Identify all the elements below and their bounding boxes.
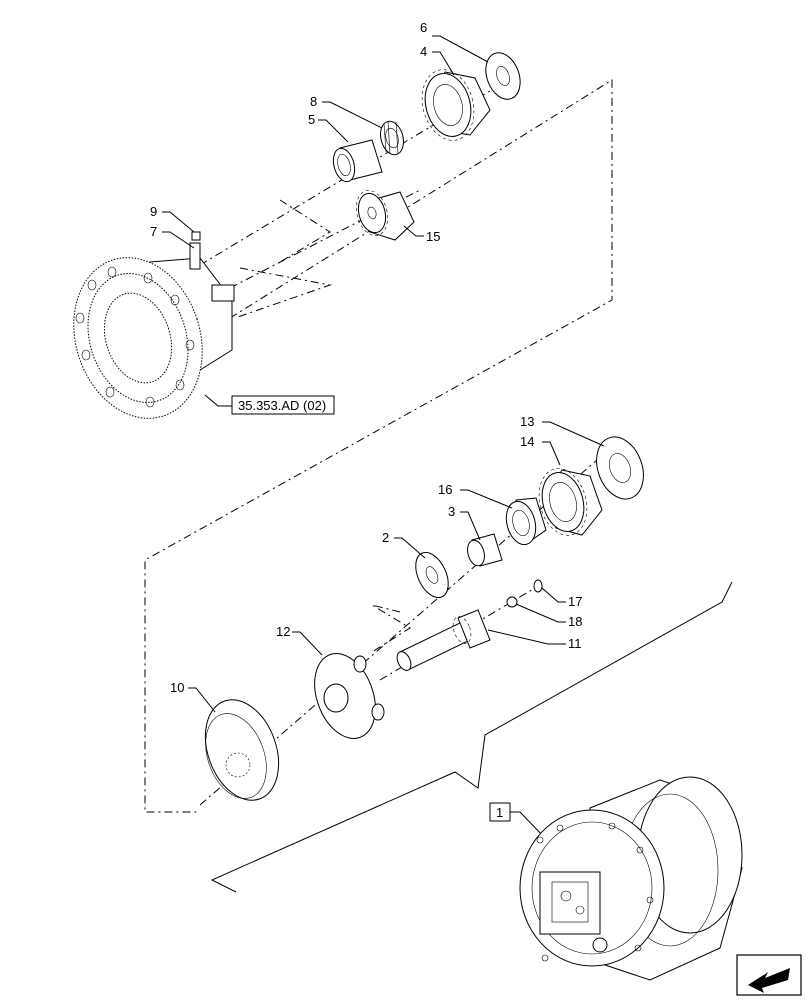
part-7-seal [189, 242, 201, 270]
callout-7: 7 [150, 224, 157, 239]
upper-leaders [162, 35, 489, 407]
reference-text[interactable]: 35.353.AD (02) [238, 398, 326, 413]
part-9-plug [191, 231, 201, 241]
part-4-planet-gear [421, 69, 491, 141]
part-11-shaft [396, 609, 491, 671]
callout-12: 12 [276, 624, 290, 639]
final-drive-assembly [519, 776, 743, 981]
callout-14: 14 [520, 434, 534, 449]
part-17-circlip [533, 579, 543, 593]
callout-10: 10 [170, 680, 184, 695]
part-6-thrust-washer [485, 52, 521, 100]
callout-16: 16 [438, 482, 452, 497]
part-10-thrust-plate [204, 699, 280, 801]
part-3-bushing [467, 533, 503, 567]
arrow-back-icon[interactable] [748, 968, 790, 993]
callout-labels: 6 4 8 5 9 7 15 13 14 16 3 2 17 18 11 12 … [150, 20, 582, 695]
part-14-planet-gear [538, 468, 603, 536]
part-13-thrust-washer [596, 436, 644, 500]
part-2-washer [415, 551, 449, 599]
part-12-planet-carrier [314, 653, 385, 739]
callout-11: 11 [568, 636, 582, 651]
callout-9: 9 [150, 204, 157, 219]
callout-18: 18 [568, 614, 582, 629]
part-15-sun-gear [356, 190, 415, 241]
planetary-housing [73, 257, 235, 419]
assembly-item-label: 1 [496, 805, 503, 820]
callout-3: 3 [448, 504, 455, 519]
part-16-ball-bearing [505, 497, 547, 546]
callout-4: 4 [420, 44, 427, 59]
callout-5: 5 [308, 112, 315, 127]
callout-8: 8 [310, 94, 317, 109]
nav-back-button[interactable] [736, 954, 802, 996]
callout-17: 17 [568, 594, 582, 609]
callout-6: 6 [420, 20, 427, 35]
callout-15: 15 [426, 229, 440, 244]
upper-centerlines [144, 79, 613, 813]
assembly-item-box: 1 [489, 802, 511, 822]
part-8-needle-bearing [379, 120, 405, 156]
part-18-ball [506, 596, 518, 608]
lower-leaders [188, 421, 605, 839]
section-break-line [210, 581, 733, 893]
callout-13: 13 [520, 414, 534, 429]
reference-link-35-353-ad-02[interactable]: 35.353.AD (02) [231, 395, 335, 415]
part-5-bushing [332, 139, 383, 183]
callout-2: 2 [382, 530, 389, 545]
